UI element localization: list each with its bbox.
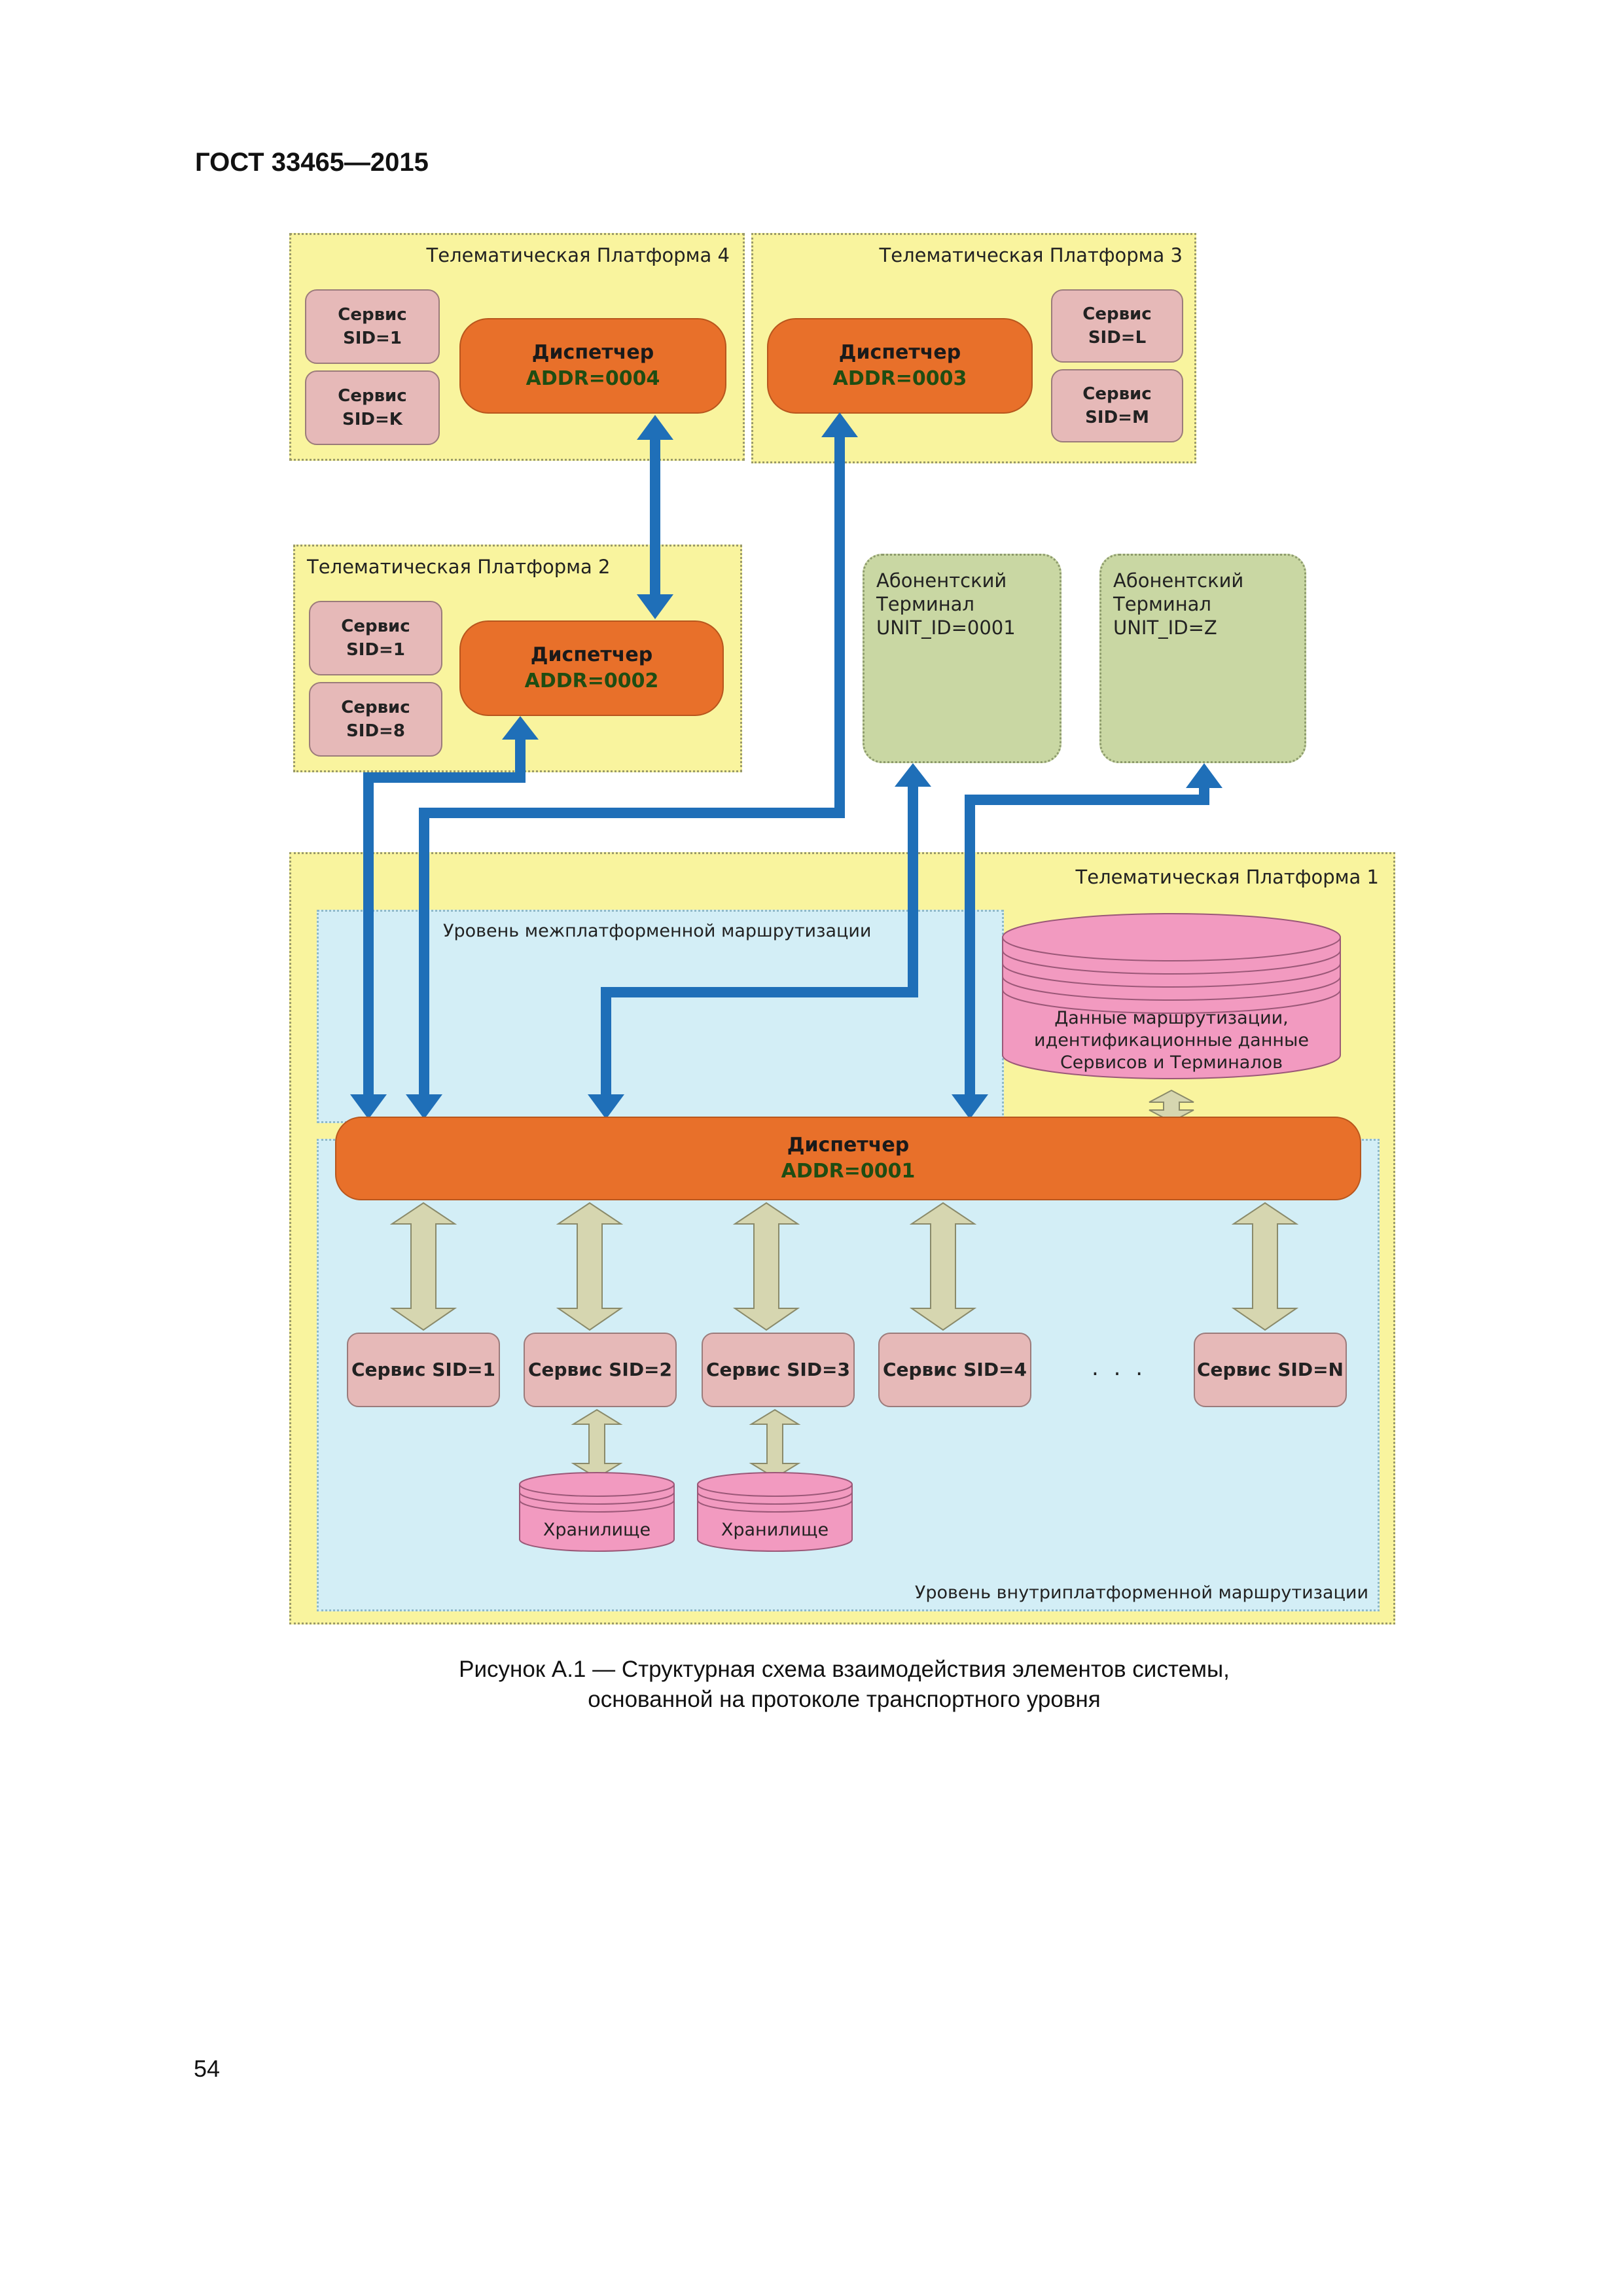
link-disp-sid4 (909, 1202, 977, 1331)
svg-text:Сервисов и Терминалов: Сервисов и Терминалов (1060, 1052, 1283, 1073)
platform-3-service-1: Сервис SID=L (1051, 289, 1183, 363)
service-sid-4: Сервис SID=4 (878, 1333, 1031, 1407)
svg-text:Данные маршрутизации,: Данные маршрутизации, (1054, 1008, 1289, 1028)
platform-2-dispatcher: Диспетчер ADDR=0002 (459, 620, 724, 716)
link-terminal2-p1 (952, 763, 1222, 1119)
platform-1-title: Телематическая Платформа 1 (1075, 866, 1379, 888)
storage-2 (697, 1472, 853, 1552)
storage-1-label: Хранилище (543, 1520, 651, 1540)
intra-platform-routing-label: Уровень внутриплатформенной маршрутизаци… (914, 1583, 1368, 1603)
service-sid-3: Сервис SID=3 (702, 1333, 855, 1407)
platform-1-dispatcher: Диспетчер ADDR=0001 (335, 1117, 1361, 1200)
link-terminal1-p1 (588, 763, 931, 1119)
figure-caption: Рисунок А.1 — Структурная схема взаимоде… (0, 1655, 1623, 1715)
platform-4-service-2: Сервис SID=K (305, 370, 440, 445)
link-sid2-storage (571, 1408, 623, 1479)
link-p4-p2 (637, 415, 673, 619)
routing-database (1002, 913, 1341, 1079)
platform-2-title: Телематическая Платформа 2 (307, 556, 611, 578)
link-disp-sid1 (389, 1202, 457, 1331)
caption-line-2: основанной на протоколе транспортного ур… (588, 1687, 1101, 1712)
inter-platform-routing-level: Уровень межплатформенной маршрутизации (317, 910, 1004, 1123)
platform-4-title: Телематическая Платформа 4 (426, 244, 730, 266)
link-p2-p1 (350, 716, 539, 1119)
platform-2-service-2: Сервис SID=8 (309, 682, 442, 757)
platform-4-dispatcher: Диспетчер ADDR=0004 (459, 318, 726, 414)
service-sid-2: Сервис SID=2 (524, 1333, 677, 1407)
platform-3-dispatcher: Диспетчер ADDR=0003 (767, 318, 1033, 414)
service-sid-1: Сервис SID=1 (347, 1333, 500, 1407)
link-sid3-storage (749, 1408, 801, 1479)
svg-text:идентификационные данные: идентификационные данные (1034, 1030, 1309, 1050)
link-disp-sid3 (732, 1202, 800, 1331)
link-disp-sidn (1231, 1202, 1299, 1331)
subscriber-terminal-z: Абонентский Терминал UNIT_ID=Z (1099, 554, 1306, 763)
caption-line-1: Рисунок А.1 — Структурная схема взаимоде… (459, 1657, 1230, 1682)
link-disp-sid2 (556, 1202, 624, 1331)
platform-2-service-1: Сервис SID=1 (309, 601, 442, 675)
storage-1 (519, 1472, 675, 1552)
document-id: ГОСТ 33465—2015 (195, 148, 429, 177)
services-ellipsis: . . . (1092, 1355, 1147, 1381)
page-number: 54 (194, 2055, 221, 2082)
inter-platform-routing-label: Уровень межплатформенной маршрутизации (443, 921, 872, 941)
platform-3-title: Телематическая Платформа 3 (879, 244, 1183, 266)
storage-2-label: Хранилище (721, 1520, 829, 1540)
platform-3-service-2: Сервис SID=M (1051, 369, 1183, 442)
link-p3-p1 (406, 412, 858, 1119)
platform-4-service-1: Сервис SID=1 (305, 289, 440, 364)
subscriber-terminal-1: Абонентский Терминал UNIT_ID=0001 (863, 554, 1061, 763)
routing-database-label: Данные маршрутизации, идентификационные … (1034, 1008, 1309, 1073)
service-sid-n: Сервис SID=N (1194, 1333, 1347, 1407)
